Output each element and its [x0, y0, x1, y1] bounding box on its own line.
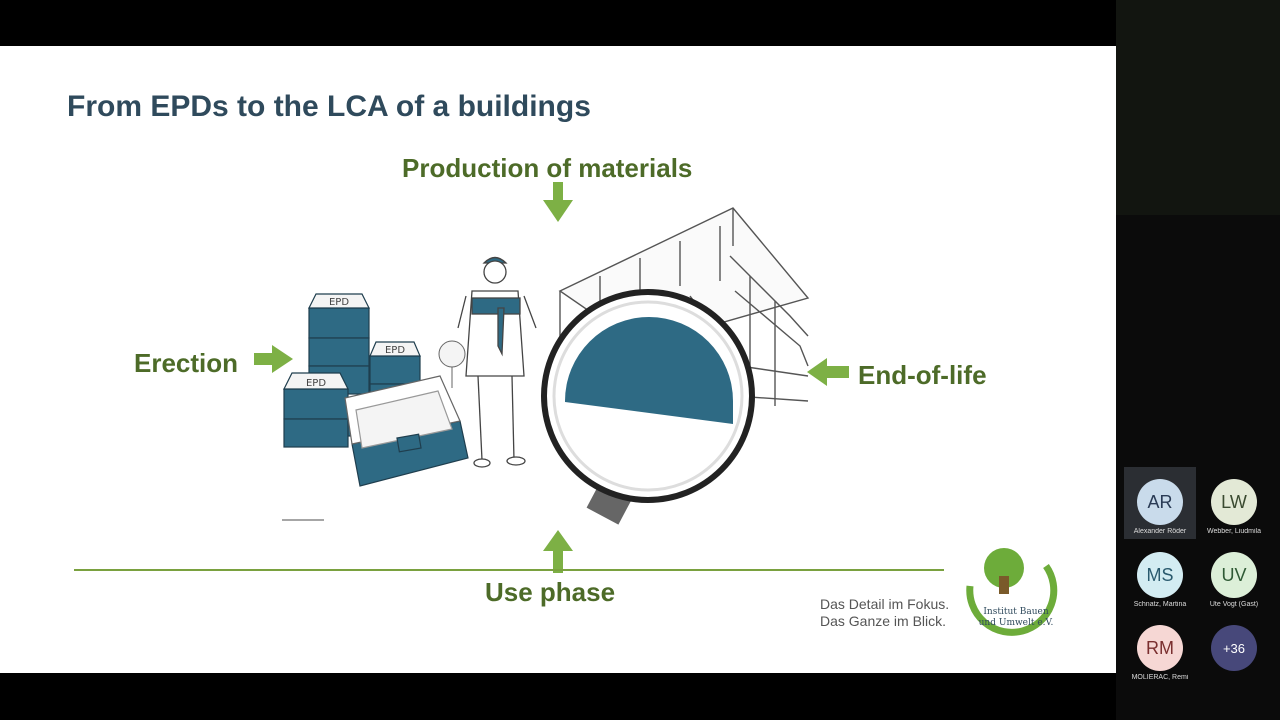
svg-text:Institut Bauen: Institut Bauen — [983, 607, 1048, 617]
participant-tile[interactable]: RM MOLIERAC, Remi — [1124, 613, 1196, 685]
participant-tile[interactable]: AR Alexander Röder — [1124, 467, 1196, 539]
institut-bauen-und-umwelt-logo: Institut Bauen und Umwelt e.V. — [966, 548, 1058, 636]
label-use-phase: Use phase — [485, 577, 616, 607]
participant-tile[interactable]: MS Schnatz, Martina — [1124, 540, 1196, 612]
bottom-bar — [0, 673, 1116, 720]
participant-tile[interactable]: LW Webber, Liudmila — [1198, 467, 1270, 539]
participant-name: Ute Vogt (Gast) — [1209, 601, 1259, 608]
label-erection: Erection — [134, 348, 239, 378]
participant-tile[interactable]: UV Ute Vogt (Gast) — [1198, 540, 1270, 612]
label-production: Production of materials — [402, 153, 693, 183]
engineer-figure — [457, 256, 537, 468]
magnifier-icon — [541, 289, 755, 525]
epd-box-label: EPD — [385, 345, 405, 356]
label-end-of-life: End-of-life — [858, 360, 987, 390]
video-preview-area — [1116, 0, 1280, 215]
open-suitcase — [344, 375, 469, 487]
more-participants-button[interactable]: +36 — [1198, 613, 1270, 685]
epd-box-label: EPD — [329, 297, 349, 308]
tagline-line-2: Das Ganze im Blick. — [820, 613, 947, 629]
avatar: LW — [1211, 479, 1257, 525]
epd-box-label: EPD — [306, 378, 326, 389]
participant-name: Schnatz, Martina — [1133, 601, 1187, 608]
avatar: AR — [1137, 479, 1183, 525]
arrow-left-icon — [807, 358, 849, 386]
tree-sketch — [438, 340, 466, 388]
participant-name: MOLIERAC, Remi — [1131, 674, 1189, 681]
more-participants-count: +36 — [1211, 625, 1257, 671]
presentation-slide: From EPDs to the LCA of a buildings Prod… — [0, 46, 1116, 673]
svg-text:und Umwelt e.V.: und Umwelt e.V. — [979, 618, 1054, 628]
arrow-down-icon — [543, 182, 573, 222]
avatar: UV — [1211, 552, 1257, 598]
top-bar — [0, 0, 1116, 46]
participant-name: Webber, Liudmila — [1207, 528, 1261, 535]
lca-illustration: EPD EPD EPD — [254, 182, 1058, 636]
tagline-line-1: Das Detail im Fokus. — [820, 596, 950, 612]
divider-line — [74, 569, 944, 571]
slide-title: From EPDs to the LCA of a buildings — [67, 90, 591, 123]
participant-name: Alexander Röder — [1133, 528, 1187, 535]
participants-sidebar: AR Alexander Röder LW Webber, Liudmila M… — [1116, 0, 1280, 720]
arrow-up-icon — [543, 530, 573, 573]
avatar: MS — [1137, 552, 1183, 598]
avatar: RM — [1137, 625, 1183, 671]
arrow-right-icon — [254, 345, 293, 373]
